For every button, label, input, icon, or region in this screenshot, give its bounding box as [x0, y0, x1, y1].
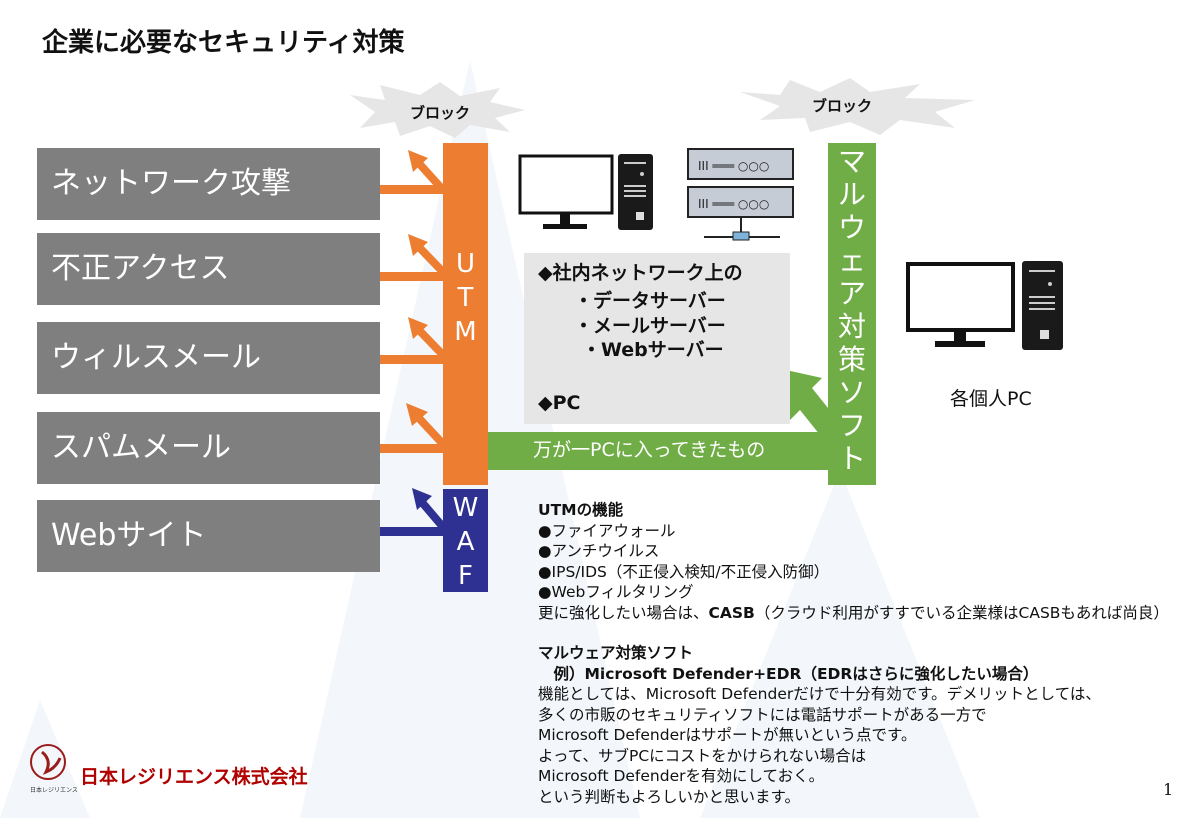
desktop-pc-icon [518, 154, 653, 230]
malware-line: Microsoft Defenderを有効にしておく。 [538, 767, 825, 785]
malware-example: 例）Microsoft Defender+EDR（EDRはさらに強化したい場合） [538, 664, 1039, 683]
malware-line: よって、サブPCにコストをかけられない場合は [538, 746, 867, 765]
personal-pc-icon [906, 261, 1063, 350]
malware-heading: マルウェア対策ソフト [538, 644, 694, 662]
page-number: 1 [1163, 780, 1174, 799]
arrow-website [380, 488, 447, 536]
waf-bar: W A F [443, 489, 488, 592]
utm-block-arrows [380, 150, 446, 453]
utm-feature: ●アンチウイルス [538, 542, 660, 560]
asset-item: ・メールサーバー [574, 315, 726, 337]
malware-line: 機能としては、Microsoft Defenderだけで十分有効です。デメリット… [538, 685, 1101, 703]
waf-letter: F [458, 561, 473, 591]
malware-letter: ウ [837, 211, 866, 244]
threat-virus-mail: ウィルスメール [37, 322, 380, 394]
casb-prefix: 更に強化したい場合は、 [538, 603, 709, 622]
company-name: 日本レジリエンス株式会社 [80, 766, 308, 788]
notes: UTMの機能 ●ファイアウォール ●アンチウイルス ●IPS/IDS（不正侵入検… [538, 500, 1169, 807]
malware-letter: ル [837, 178, 866, 211]
casb-bold: CASB [708, 603, 755, 622]
protected-assets-box: ◆社内ネットワーク上の ・データサーバー ・メールサーバー ・Webサーバー ◆… [524, 253, 790, 424]
threat-spam-mail: スパムメール [37, 412, 380, 484]
intrusion-bar: 万が一PCに入ってきたもの [488, 432, 828, 470]
malware-line: Microsoft Defenderはサポートが無いという点です。 [538, 726, 917, 744]
server-icon: III ═══ ○○○ III ═══ ○○○ [687, 148, 794, 241]
svg-text:III ═══ ○○○: III ═══ ○○○ [698, 159, 769, 173]
block-burst-right [740, 78, 975, 135]
arrow-spam-mail [380, 403, 446, 453]
malware-line: 多くの市販のセキュリティソフトには電話サポートがある一方で [538, 705, 987, 724]
block-label-utm: ブロック [410, 104, 471, 122]
casb-note: 更に強化したい場合は、CASB（クラウド利用がすすでいる企業様はCASBもあれば… [538, 603, 1169, 624]
malware-letter: 対 [837, 310, 866, 343]
utm-feature: ●Webフィルタリング [538, 583, 694, 601]
threat-network-attack: ネットワーク攻撃 [37, 148, 380, 220]
casb-suffix: （クラウド利用がすすでいる企業様はCASBもあれば尚良） [754, 603, 1169, 622]
arrow-unauthorized-access [380, 234, 446, 281]
malware-letter: ェ [837, 244, 866, 277]
block-label-malware: ブロック [812, 97, 873, 115]
asset-pc: ◆PC [538, 392, 581, 414]
asset-item: ・データサーバー [574, 290, 726, 312]
assets-heading: ◆社内ネットワーク上の [538, 262, 743, 284]
utm-feature: ●ファイアウォール [538, 521, 676, 540]
personal-pc-label: 各個人PC [950, 388, 1032, 410]
malware-software-bar: マ ル ウ ェ ア 対 策 ソ フ ト [828, 143, 876, 485]
page-title: 企業に必要なセキュリティ対策 [42, 28, 405, 58]
utm-feature: ●IPS/IDS（不正侵入検知/不正侵入防御） [538, 562, 830, 581]
logo-text: 日本レジリエンス [30, 786, 78, 794]
asset-item: ・Webサーバー [582, 339, 724, 361]
malware-letter: ア [837, 277, 866, 310]
threat-website: Webサイト [37, 500, 380, 572]
utm-features-heading: UTMの機能 [538, 501, 624, 519]
utm-letter: U [455, 249, 476, 279]
company-logo-icon: 日本レジリエンス [30, 744, 78, 794]
utm-letter: M [454, 317, 477, 347]
malware-letter: フ [837, 409, 866, 442]
svg-text:III ═══ ○○○: III ═══ ○○○ [698, 197, 769, 211]
malware-letter: マ [837, 145, 866, 178]
waf-letter: W [452, 493, 479, 523]
malware-letter: ト [837, 442, 866, 475]
threat-unauthorized-access: 不正アクセス [37, 233, 380, 305]
arrow-network-attack [380, 150, 446, 194]
utm-letter: T [457, 283, 474, 313]
malware-letter: ソ [837, 376, 866, 409]
malware-letter: 策 [837, 343, 866, 376]
waf-letter: A [456, 527, 475, 557]
block-burst-left [350, 82, 525, 138]
malware-line: という判断もよろしいかと思います。 [538, 787, 800, 806]
arrow-virus-mail [380, 317, 446, 364]
utm-bar: U T M [443, 143, 488, 485]
